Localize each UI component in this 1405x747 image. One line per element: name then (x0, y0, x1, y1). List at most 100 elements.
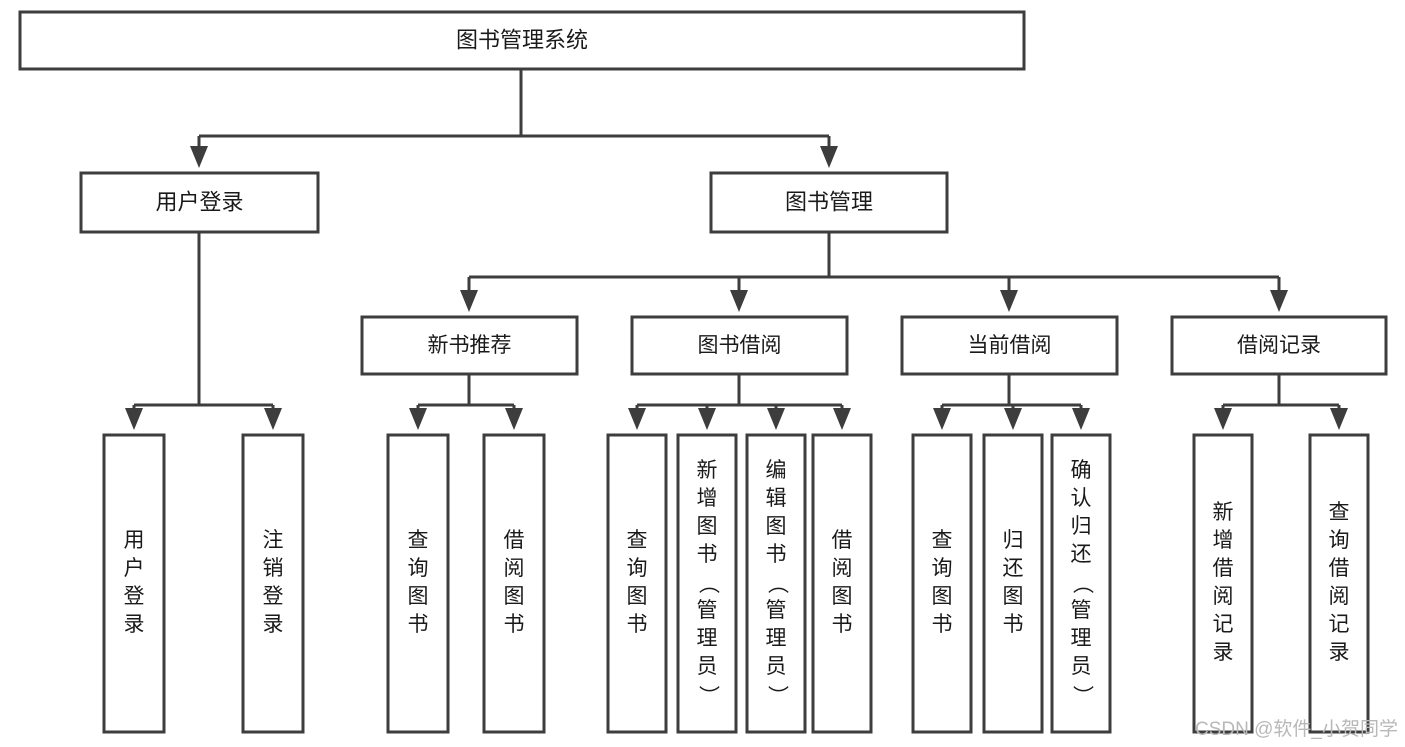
node-leaf-user-login[interactable]: 用户登录 (102, 433, 166, 734)
node-box-leaf-user-login[interactable] (102, 433, 166, 734)
svg-text:询: 询 (932, 557, 953, 580)
node-box-leaf-borrow-book-2[interactable] (811, 433, 873, 734)
connector-arrowhead-3 (1270, 290, 1288, 312)
node-box-new-book-recommend[interactable] (360, 315, 579, 376)
node-box-borrow-record[interactable] (1170, 315, 1388, 376)
node-box-book-management[interactable] (709, 171, 949, 234)
svg-text:书: 书 (504, 613, 525, 636)
svg-text:查: 查 (627, 529, 648, 552)
node-box-leaf-borrow-book-1[interactable] (482, 433, 546, 734)
svg-text:辑: 辑 (766, 487, 787, 510)
node-box-root[interactable] (18, 10, 1026, 71)
svg-text:录: 录 (263, 613, 284, 636)
svg-text:理: 理 (697, 627, 718, 650)
connector-arrowhead-1 (505, 408, 523, 430)
svg-text:理: 理 (1071, 627, 1092, 650)
svg-text:编: 编 (766, 459, 787, 482)
svg-text:借: 借 (1329, 557, 1350, 580)
svg-text:图: 图 (408, 585, 429, 608)
node-box-leaf-add-book[interactable] (676, 433, 738, 734)
svg-text:阅: 阅 (832, 557, 853, 580)
svg-text:书: 书 (408, 613, 429, 636)
node-box-leaf-add-record[interactable] (1192, 433, 1254, 734)
svg-text:图: 图 (1003, 585, 1024, 608)
svg-text:新: 新 (697, 459, 718, 482)
node-box-leaf-query-book-3[interactable] (911, 433, 973, 734)
svg-text:登: 登 (124, 585, 145, 608)
svg-text:增: 增 (697, 487, 718, 510)
svg-text:阅: 阅 (504, 557, 525, 580)
node-root[interactable]: 图书管理系统 (18, 10, 1026, 71)
svg-text:员: 员 (697, 655, 718, 678)
node-box-user-login[interactable] (79, 171, 320, 234)
node-box-leaf-query-book-2[interactable] (606, 433, 668, 734)
svg-text:书: 书 (932, 613, 953, 636)
node-label-book-management: 图书管理 (785, 189, 873, 214)
svg-text:登: 登 (263, 585, 284, 608)
connectors-layer (125, 69, 1348, 430)
connector-arrowhead-0 (409, 408, 427, 430)
svg-text:员: 员 (766, 655, 787, 678)
node-box-leaf-logout[interactable] (241, 433, 305, 734)
node-borrow-record[interactable]: 借阅记录 (1170, 315, 1388, 376)
connector-c-book-management (460, 232, 1288, 312)
connector-arrowhead-0 (1214, 408, 1232, 430)
svg-text:用: 用 (124, 529, 145, 552)
node-user-login[interactable]: 用户登录 (79, 171, 320, 234)
svg-text:）: ） (696, 685, 719, 706)
connector-arrowhead-2 (767, 408, 785, 430)
node-box-book-borrow[interactable] (630, 315, 849, 376)
svg-text:注: 注 (263, 529, 284, 552)
connector-arrowhead-2 (1072, 408, 1090, 430)
svg-text:录: 录 (1329, 641, 1350, 664)
node-book-management[interactable]: 图书管理 (709, 171, 949, 234)
connector-arrowhead-0 (933, 408, 951, 430)
node-box-leaf-return-book[interactable] (982, 433, 1044, 734)
node-box-current-borrow[interactable] (900, 315, 1119, 376)
connector-arrowhead-0 (628, 408, 646, 430)
node-label-leaf-user-login: 用户登录 (124, 529, 145, 636)
node-box-leaf-query-book-1[interactable] (386, 433, 450, 734)
svg-text:还: 还 (1071, 543, 1092, 566)
node-book-borrow[interactable]: 图书借阅 (630, 315, 849, 376)
node-new-book-recommend[interactable]: 新书推荐 (360, 315, 579, 376)
node-current-borrow[interactable]: 当前借阅 (900, 315, 1119, 376)
svg-text:）: ） (1070, 685, 1093, 706)
svg-text:认: 认 (1071, 487, 1092, 510)
svg-text:增: 增 (1213, 529, 1234, 552)
node-box-leaf-edit-book[interactable] (745, 433, 807, 734)
svg-text:户: 户 (124, 557, 145, 580)
connector-c-user-login (125, 232, 282, 430)
connector-arrowhead-0 (125, 408, 143, 430)
svg-text:书: 书 (766, 543, 787, 566)
svg-text:理: 理 (766, 627, 787, 650)
node-box-leaf-confirm-return[interactable] (1050, 433, 1112, 734)
node-label-root: 图书管理系统 (456, 27, 588, 52)
svg-text:归: 归 (1071, 515, 1092, 538)
node-box-leaf-query-record[interactable] (1308, 433, 1370, 734)
svg-text:书: 书 (627, 613, 648, 636)
svg-text:借: 借 (504, 529, 525, 552)
